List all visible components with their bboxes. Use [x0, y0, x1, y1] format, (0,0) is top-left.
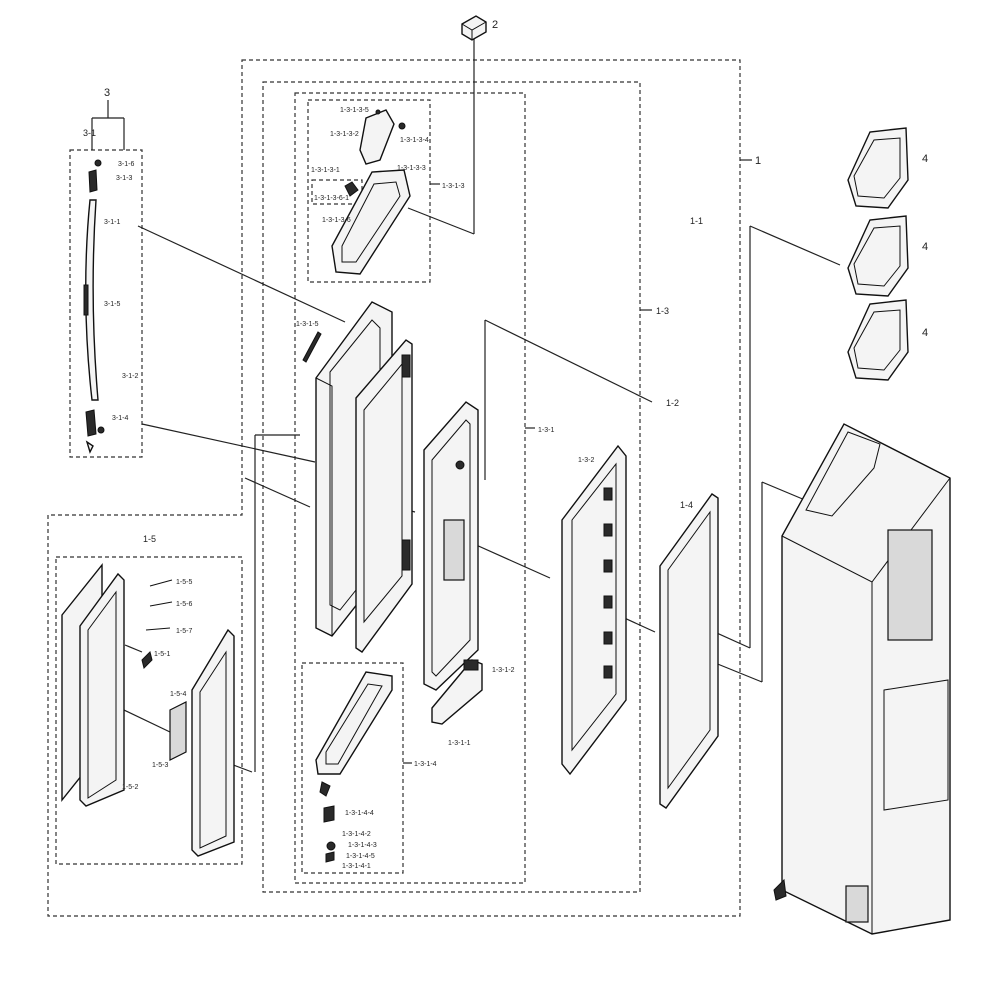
label-3-1-6: 3-1-6: [118, 161, 134, 168]
label-1-3-1-4-4: 1-3-1-4-4: [345, 810, 374, 817]
assembly-1-3-1-3-outline: [307, 99, 431, 283]
label-1-5-6: 1-5-6: [176, 601, 192, 608]
label-1-1: 1-1: [690, 216, 703, 226]
assembly-1-3-1-3-6-outline: [311, 179, 363, 205]
dispenser-assembly: [331, 109, 411, 275]
label-3-1: 3-1: [83, 128, 96, 138]
door-gasket: [659, 493, 719, 809]
label-1-5: 1-5: [143, 534, 156, 544]
label-1-3-1: 1-3-1: [538, 427, 554, 434]
refrigerator-cabinet: [773, 423, 951, 935]
part-2-cap: [461, 15, 487, 41]
label-3-1-3: 3-1-3: [116, 175, 132, 182]
door-inner-frame: [355, 339, 413, 653]
label-1-3-2: 1-3-2: [578, 457, 594, 464]
label-1-3-1-3-6: 1-3-1-3-6: [322, 217, 351, 224]
handle-assembly: [83, 100, 125, 454]
label-1-3-1-3-2: 1-3-1-3-2: [330, 131, 359, 138]
label-1-3-1-3-1: 1-3-1-3-1: [311, 167, 340, 174]
label-4-bottom: 4: [922, 327, 928, 339]
door-liner-panel: [423, 401, 479, 691]
door-bin-middle: [847, 215, 909, 297]
label-3-1-1: 3-1-1: [104, 219, 120, 226]
label-1-5-4: 1-5-4: [170, 691, 186, 698]
small-module: [431, 659, 483, 725]
label-1-3-1-4: 1-3-1-4: [414, 761, 437, 768]
door-bin-top: [847, 127, 909, 209]
label-1-3-1-5: 1-3-1-5: [296, 321, 319, 328]
label-3-1-4: 3-1-4: [112, 415, 128, 422]
panel-assembly-1-5: [61, 563, 235, 857]
label-1-3-1-3-4: 1-3-1-3-4: [400, 137, 429, 144]
part-1-3-1-5-strip: [302, 331, 322, 363]
label-1-3-1-1: 1-3-1-1: [448, 740, 471, 747]
label-1-3-1-3-6-1: 1-3-1-3-6-1: [314, 195, 349, 202]
assembly-1-3-1-outline: [294, 92, 526, 884]
label-1-3-1-4-1: 1-3-1-4-1: [342, 863, 371, 870]
assembly-1-3-outline: [262, 81, 641, 893]
label-1-3-1-3-5: 1-3-1-3-5: [340, 107, 369, 114]
label-1-3-1-4-2: 1-3-1-4-2: [342, 831, 371, 838]
label-1-3-1-4-5: 1-3-1-4-5: [346, 853, 375, 860]
label-1-2: 1-2: [666, 398, 679, 408]
label-1-3-1-3: 1-3-1-3: [442, 183, 465, 190]
assembly-1-5-outline: [55, 556, 243, 865]
label-1: 1: [755, 155, 761, 167]
lower-module: [315, 671, 393, 863]
label-3-1-2: 3-1-2: [122, 373, 138, 380]
label-1-5-2: 1-5-2: [122, 784, 138, 791]
assembly-1-3-1-4-outline: [301, 662, 404, 874]
label-1-4: 1-4: [680, 500, 693, 510]
label-1-3: 1-3: [656, 306, 669, 316]
label-1-3-1-4-3: 1-3-1-4-3: [348, 842, 377, 849]
door-bin-bottom: [847, 299, 909, 381]
label-2: 2: [492, 19, 498, 31]
label-3: 3: [104, 87, 110, 99]
label-1-5-1: 1-5-1: [154, 651, 170, 658]
door-bin-frame: [561, 444, 627, 776]
label-4-top: 4: [922, 153, 928, 165]
label-1-5-7: 1-5-7: [176, 628, 192, 635]
label-1-3-1-2: 1-3-1-2: [492, 667, 515, 674]
label-1-3-1-3-3: 1-3-1-3-3: [397, 165, 426, 172]
label-1-5-3: 1-5-3: [152, 762, 168, 769]
assembly-1-outline: [47, 59, 741, 917]
label-1-5-5: 1-5-5: [176, 579, 192, 586]
assembly-3-1-outline: [69, 149, 143, 458]
label-4-middle: 4: [922, 241, 928, 253]
label-3-1-5: 3-1-5: [104, 301, 120, 308]
